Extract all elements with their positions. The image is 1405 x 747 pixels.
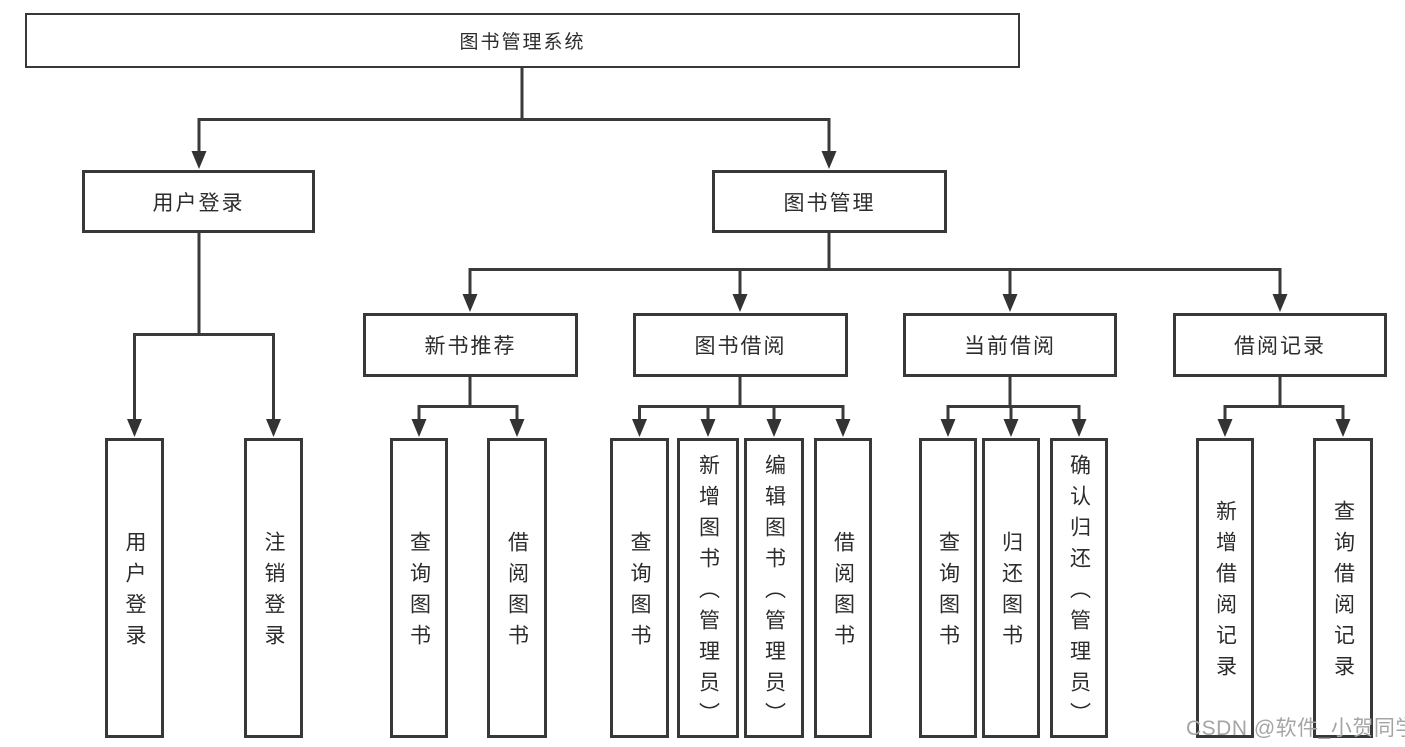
node-user-login: 用户登录 [82, 170, 315, 233]
node-label: 当前借阅 [964, 335, 1056, 358]
node-label: 图书借阅 [694, 335, 787, 358]
node-label: 新书推荐 [424, 335, 517, 358]
node-label: 图书管理系统 [459, 32, 586, 53]
connector-book-borrow-children [632, 375, 851, 437]
leaf-query-books-borrow: 查询图书 [610, 438, 669, 738]
node-label: 图书管理 [783, 191, 876, 215]
node-book-borrow: 图书借阅 [633, 313, 848, 377]
leaf-query-borrow-record: 查询借阅记录 [1313, 438, 1373, 738]
watermark: CSDN @软件_小贺同学 [1186, 717, 1405, 740]
leaf-label: 用户登录 [123, 531, 146, 655]
leaf-label: 查询图书 [407, 531, 431, 655]
connector-user-login-children [127, 231, 281, 437]
leaf-label: 借阅图书 [831, 531, 855, 655]
leaf-return-books: 归还图书 [982, 438, 1040, 738]
leaf-user-login: 用户登录 [105, 438, 164, 738]
leaf-query-books-recommend: 查询图书 [390, 438, 448, 738]
leaf-add-books-admin: 新增图书（管理员） [677, 438, 739, 738]
connector-root-to-level2 [191, 66, 837, 169]
node-book-management: 图书管理 [712, 170, 947, 233]
leaf-label: 新增借阅记录 [1213, 500, 1237, 686]
leaf-label: 确认归还（管理员） [1067, 453, 1091, 733]
leaf-label: 查询借阅记录 [1331, 500, 1355, 686]
leaf-label: 查询图书 [628, 531, 651, 655]
leaf-add-borrow-record: 新增借阅记录 [1196, 438, 1254, 738]
leaf-label: 归还图书 [999, 531, 1023, 655]
leaf-borrow-books-recommend: 借阅图书 [487, 438, 547, 738]
leaf-borrow-books: 借阅图书 [814, 438, 872, 738]
connector-new-book-recommend-children [411, 375, 525, 437]
node-borrow-records: 借阅记录 [1173, 313, 1387, 377]
leaf-label: 注销登录 [262, 531, 285, 655]
leaf-query-books-current: 查询图书 [919, 438, 977, 738]
node-label: 借阅记录 [1234, 335, 1326, 358]
node-library-management-system: 图书管理系统 [25, 13, 1020, 68]
leaf-logout: 注销登录 [244, 438, 303, 738]
node-current-borrow: 当前借阅 [903, 313, 1117, 377]
leaf-confirm-return-admin: 确认归还（管理员） [1050, 438, 1108, 738]
leaf-edit-books-admin: 编辑图书（管理员） [744, 438, 804, 738]
leaf-label: 编辑图书（管理员） [762, 453, 786, 733]
leaf-label: 新增图书（管理员） [696, 453, 720, 733]
connector-current-borrow-children [940, 375, 1087, 437]
node-new-book-recommend: 新书推荐 [363, 313, 578, 377]
node-label: 用户登录 [152, 191, 245, 215]
leaf-label: 查询图书 [936, 531, 960, 655]
connector-borrow-records-children [1217, 375, 1351, 437]
leaf-label: 借阅图书 [505, 531, 529, 655]
connector-book-management-children [462, 233, 1288, 312]
